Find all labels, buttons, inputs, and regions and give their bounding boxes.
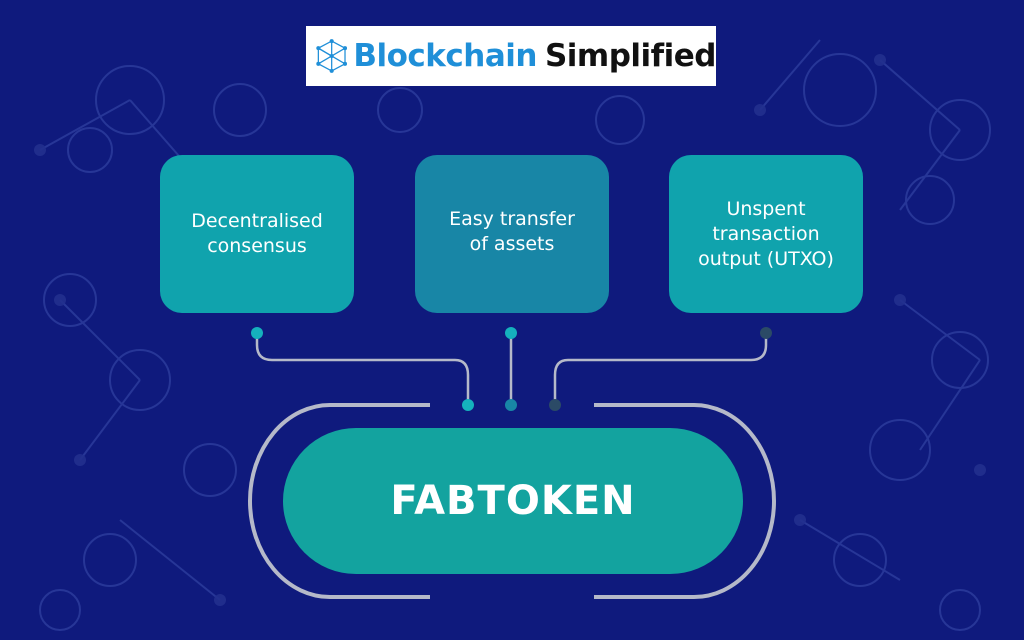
left-bracket-arc: [248, 403, 430, 599]
feature-card-easy-transfer: Easy transfer of assets: [415, 155, 609, 313]
brand-word-simplified: Simplified: [544, 38, 717, 74]
connector-left: [255, 333, 470, 405]
connector-dot: [251, 327, 263, 339]
feature-card-utxo: Unspent transaction output (UTXO): [669, 155, 863, 313]
connector-dot: [549, 399, 561, 411]
brand-word-blockchain: Blockchain: [353, 38, 537, 74]
network-cube-icon: [316, 39, 348, 73]
feature-card-label: Easy transfer of assets: [449, 208, 575, 255]
feature-card-label: Decentralised consensus: [191, 210, 323, 257]
feature-card-label: Unspent transaction output (UTXO): [698, 198, 834, 270]
right-bracket-arc: [594, 403, 776, 599]
connector-dot: [462, 399, 474, 411]
center-label: FABTOKEN: [390, 478, 636, 524]
connector-dot: [760, 327, 772, 339]
connector-dot: [505, 327, 517, 339]
fabtoken-center-node: FABTOKEN: [283, 428, 743, 574]
connector-right: [553, 333, 768, 405]
connector-dot: [505, 399, 517, 411]
feature-card-decentralised-consensus: Decentralised consensus: [160, 155, 354, 313]
